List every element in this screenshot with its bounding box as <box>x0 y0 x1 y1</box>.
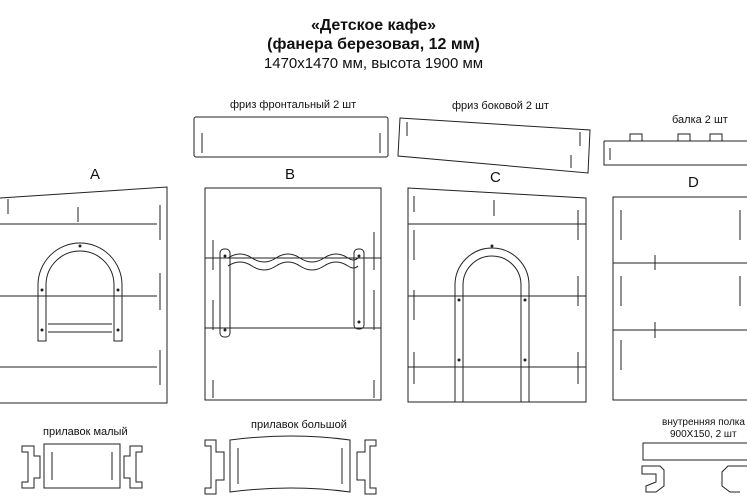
label-friz-front: фриз фронтальный 2 шт <box>230 99 357 111</box>
counter-big-part <box>205 436 376 494</box>
panel-c-part <box>408 188 586 402</box>
friz-front-part <box>194 117 388 157</box>
label-counter-small: прилавок малый <box>43 426 128 438</box>
label-shelf-name: внутренняя полка <box>662 417 745 428</box>
panel-b-part <box>205 188 381 400</box>
counter-small-part <box>22 444 142 488</box>
inner-shelf-part <box>642 443 747 492</box>
title-name: «Детское кафе» <box>310 17 437 34</box>
title-dimensions: 1470x1470 мм, высота 1900 мм <box>263 55 484 72</box>
panel-a-part <box>0 187 167 403</box>
panel-a-letter: A <box>90 166 101 183</box>
friz-side-part <box>398 118 590 173</box>
panel-d-letter: D <box>688 174 699 191</box>
panel-d-part <box>613 197 747 400</box>
title-block: «Детское кафе» (фанера березовая, 12 мм)… <box>0 16 747 73</box>
label-friz-side: фриз боковой 2 шт <box>452 100 549 112</box>
title-material: (фанера березовая, 12 мм) <box>267 36 480 53</box>
label-shelf-size: 900X150, 2 шт <box>670 429 737 440</box>
panel-c-letter: C <box>490 169 501 186</box>
label-counter-big: прилавок большой <box>251 419 347 431</box>
label-beam: балка 2 шт <box>672 114 728 126</box>
panel-b-letter: B <box>285 166 296 183</box>
beam-part <box>604 134 747 165</box>
